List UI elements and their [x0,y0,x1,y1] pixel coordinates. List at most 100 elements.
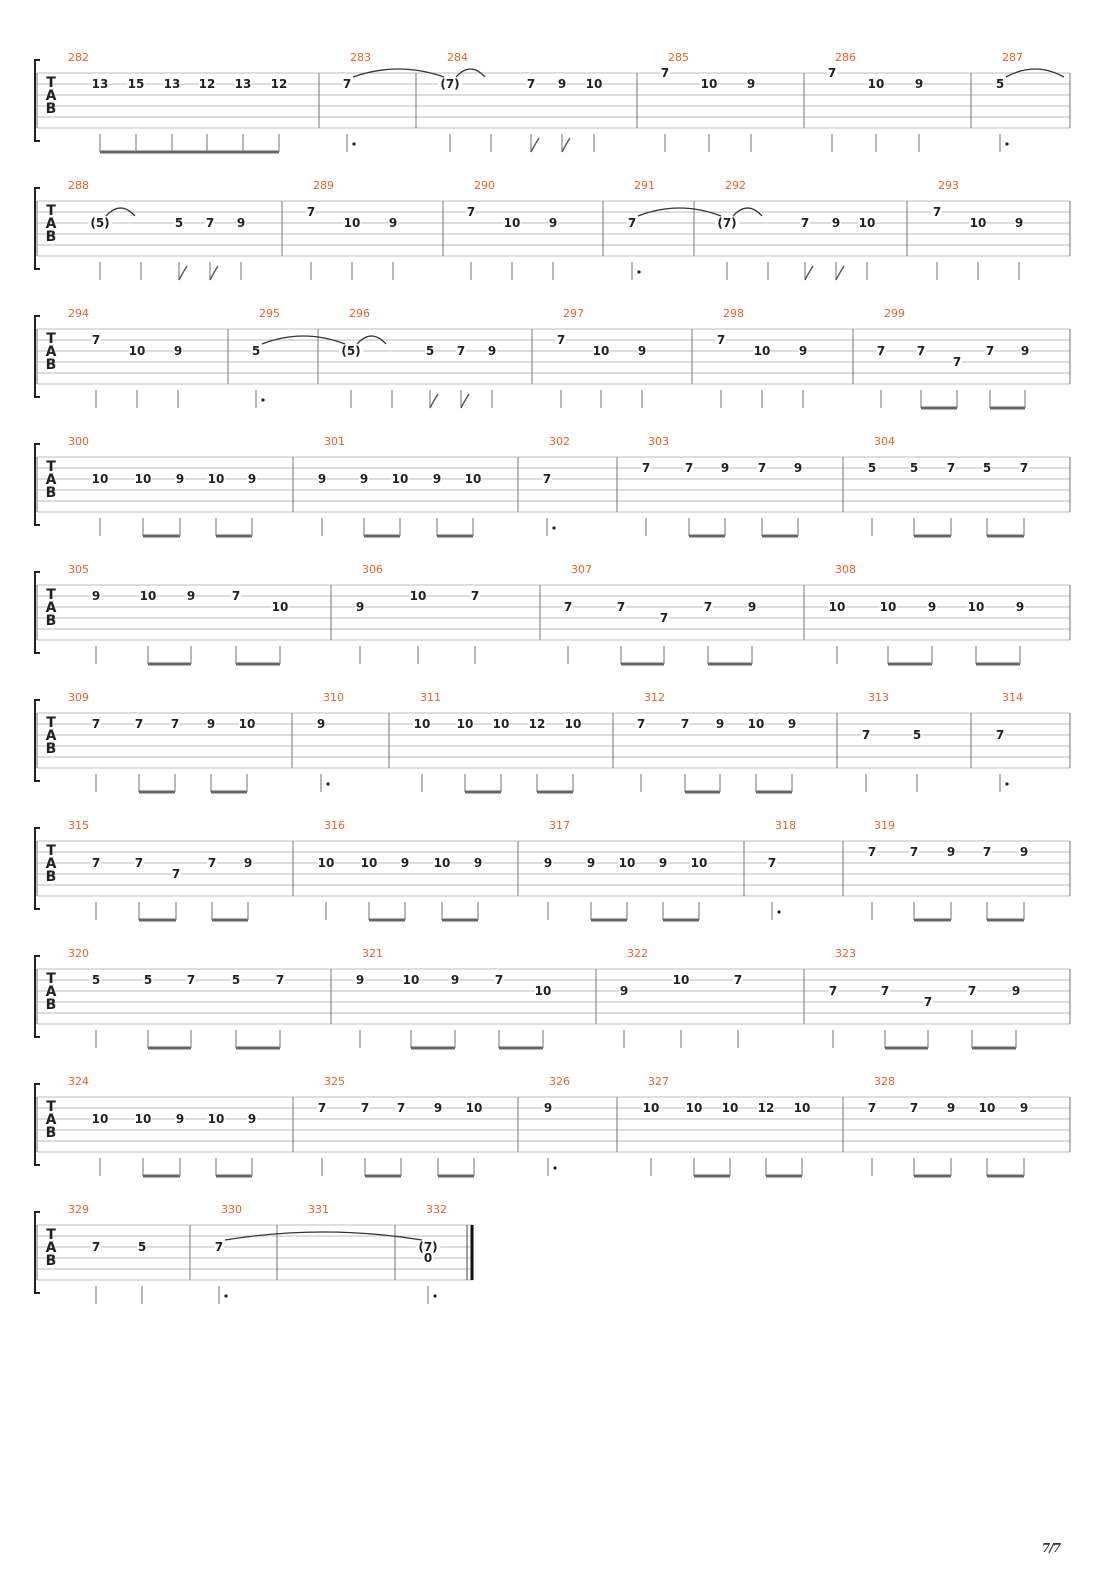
fret-number: 9 [174,344,182,358]
fret-number: 10 [686,1101,703,1115]
fret-mask [127,78,145,90]
fret-number: 9 [748,600,756,614]
measure-number: 288 [68,179,89,192]
fret-number: 10 [859,216,876,230]
fret-number: 7 [734,973,742,987]
eighth-flag [804,265,814,281]
fret-mask [753,345,771,357]
fret-number: 7 [276,973,284,987]
fret-mask [456,718,474,730]
fret-mask [137,1241,147,1253]
fret-number: 12 [529,717,546,731]
fret-mask [450,974,460,986]
fret-number: 10 [466,1101,483,1115]
fret-mask [186,974,196,986]
measure-number: 322 [627,947,648,960]
page-number: 7/7 [1041,1541,1061,1555]
fret-number: 12 [271,77,288,91]
fret-mask [316,718,326,730]
measure-number: 304 [874,435,895,448]
fret-number: 9 [1020,845,1028,859]
fret-number: 9 [549,216,557,230]
tab-clef-letter: B [46,485,57,501]
fret-mask [139,590,157,602]
fret-mask [967,601,985,613]
tab-clef-letter: T [46,971,56,987]
fret-mask [433,857,451,869]
fret-mask [487,345,497,357]
fret-number: 9 [721,461,729,475]
measure-number: 320 [68,947,89,960]
fret-number: 10 [673,973,690,987]
fret-mask [827,67,837,79]
fret-number: (5) [341,344,360,358]
measure-number: 282 [68,51,89,64]
tab-clef-letter: A [46,728,57,744]
tie-arc [352,68,445,78]
measure-number: 323 [835,947,856,960]
tie-arc [105,207,136,217]
fret-mask [556,334,566,346]
fret-number: 7 [457,344,465,358]
tab-clef-letter: A [46,856,57,872]
fret-mask [423,1252,433,1264]
measure-number: 331 [308,1203,329,1216]
fret-number: 10 [344,216,361,230]
fret-number: 7 [953,355,961,369]
fret-number: 7 [828,66,836,80]
fret-mask [637,345,647,357]
fret-mask [528,718,546,730]
fret-mask [275,974,285,986]
fret-mask [548,217,558,229]
fret-number: 7 [685,461,693,475]
fret-number: 10 [272,600,289,614]
fret-mask [171,868,181,880]
fret-mask [982,846,992,858]
fret-mask [585,78,603,90]
fret-number: 10 [135,472,152,486]
fret-mask [91,590,101,602]
fret-mask [542,473,552,485]
fret-number: 7 [557,333,565,347]
tab-clef-letter: B [46,997,57,1013]
fret-mask [128,345,146,357]
fret-number: 7 [467,205,475,219]
measure-number: 292 [725,179,746,192]
fret-mask [231,590,241,602]
fret-mask [880,985,890,997]
fret-mask [388,217,398,229]
tie-arc [455,68,486,78]
tab-clef-letter: B [46,229,57,245]
fret-mask [909,846,919,858]
fret-number: 9 [747,77,755,91]
fret-number: 10 [410,589,427,603]
fret-number: 9 [1016,600,1024,614]
augmentation-dot [326,782,330,786]
tab-clef-letter: B [46,869,57,885]
fret-number: 5 [996,77,1004,91]
fret-number: 9 [659,856,667,870]
fret-number: 9 [434,1101,442,1115]
fret-mask [861,729,871,741]
fret-number: 7 [637,717,645,731]
fret-number: 10 [135,1112,152,1126]
fret-mask [396,1102,406,1114]
fret-mask [360,857,378,869]
fret-number: 7 [917,344,925,358]
tab-clef-letter: A [46,88,57,104]
fret-number: 9 [1015,216,1023,230]
fret-mask [360,1102,370,1114]
fret-mask [173,345,183,357]
fret-number: 10 [318,856,335,870]
fret-number: 7 [661,66,669,80]
measure-number: 324 [68,1075,89,1088]
fret-number: 7 [307,205,315,219]
eighth-flag [530,137,540,153]
system-bracket [34,699,40,782]
fret-mask [715,718,725,730]
fret-number: 9 [433,472,441,486]
measure-number: 294 [68,307,89,320]
fret-mask [464,473,482,485]
fret-mask [800,217,810,229]
